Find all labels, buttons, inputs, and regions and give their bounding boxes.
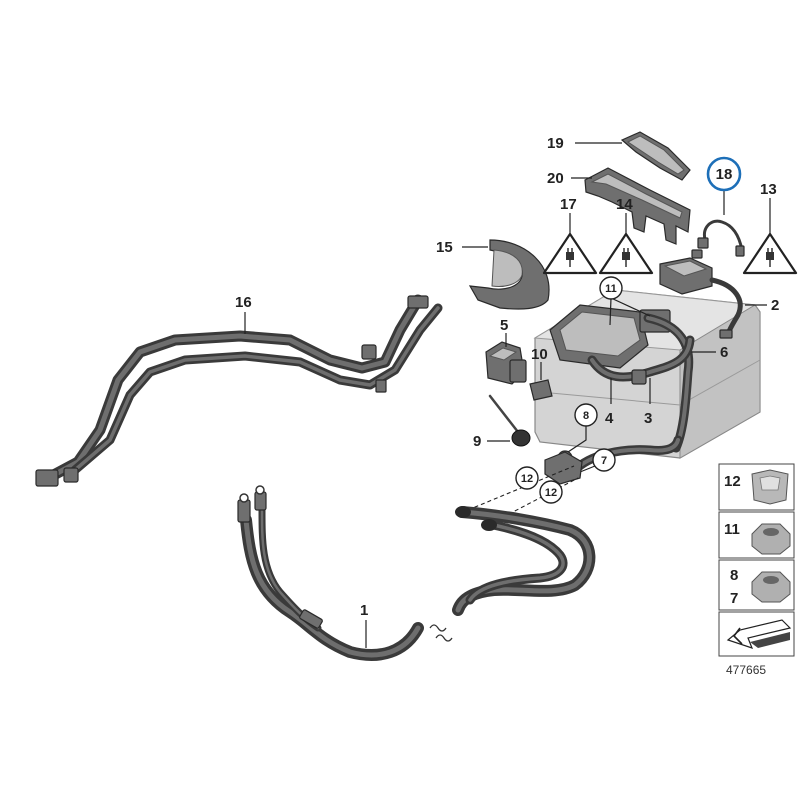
label-16: 16 [235, 294, 252, 311]
hex-nut-icon [751, 523, 791, 555]
lock-nut-icon [751, 571, 791, 603]
legend-label-7: 7 [730, 590, 738, 607]
part-20-terminal-bracket[interactable] [584, 167, 691, 245]
legend-label-8: 8 [730, 567, 738, 584]
label-13: 13 [760, 181, 777, 198]
plug-icon [622, 248, 630, 267]
label-3: 3 [644, 410, 652, 427]
label-14: 14 [616, 196, 633, 213]
label-5: 5 [500, 317, 508, 334]
label-15: 15 [436, 239, 453, 256]
assembly-direction-arrow-icon [726, 619, 792, 649]
callout-ring-8 [574, 403, 598, 427]
label-6: 6 [720, 344, 728, 361]
part-10-clip[interactable] [529, 379, 553, 401]
callout-ring-12a [515, 466, 539, 490]
part-14-warning-label[interactable] [598, 232, 654, 275]
part-17-warning-label[interactable] [542, 232, 598, 275]
part-6-negative-lead[interactable] [643, 313, 694, 453]
part-3-clip[interactable] [631, 369, 647, 385]
spacer-sleeve-icon [751, 469, 789, 505]
part-15-cover-shield[interactable] [468, 239, 550, 310]
label-12b: 12 [545, 487, 557, 499]
part-4-cable[interactable] [570, 335, 695, 475]
leader-11a [609, 297, 612, 326]
part-5-relay[interactable] [485, 341, 527, 385]
fastener-legend-panel: 12 11 8 7 [718, 463, 795, 657]
label-17: 17 [560, 196, 577, 213]
callout-ring-7 [592, 448, 616, 472]
highlight-ring-18 [706, 156, 742, 192]
label-11: 11 [605, 283, 617, 295]
part-16-bracket-rail[interactable] [35, 294, 443, 487]
part-1-main-cable[interactable] [237, 485, 596, 661]
label-18: 18 [716, 166, 733, 183]
leader-8 [567, 425, 587, 453]
label-10: 10 [531, 346, 548, 363]
connector-bracket [544, 451, 583, 485]
callout-ring-12b [539, 480, 563, 504]
label-1: 1 [360, 602, 368, 619]
label-4: 4 [605, 410, 614, 427]
label-9: 9 [473, 433, 481, 450]
part-9-grommet[interactable] [488, 394, 531, 447]
label-2: 2 [771, 297, 779, 314]
label-12a: 12 [521, 473, 533, 485]
part-13-warning-label[interactable] [742, 232, 798, 275]
legend-label-12: 12 [724, 473, 741, 490]
label-19: 19 [547, 135, 564, 152]
part-19-terminal-cover[interactable] [620, 131, 691, 181]
label-8: 8 [583, 410, 589, 422]
plug-icon [766, 248, 774, 267]
cable-break-mark [429, 624, 453, 642]
callout-ring-11 [599, 276, 623, 300]
leader-11b [610, 297, 651, 317]
plug-icon [566, 248, 574, 267]
part-18-sensor-lead[interactable] [691, 219, 745, 259]
diagram-number: 477665 [726, 663, 766, 677]
part-2-positive-lead[interactable] [709, 277, 743, 339]
label-20: 20 [547, 170, 564, 187]
legend-label-11: 11 [724, 521, 740, 538]
leader-7 [579, 465, 596, 473]
label-7: 7 [601, 455, 607, 467]
